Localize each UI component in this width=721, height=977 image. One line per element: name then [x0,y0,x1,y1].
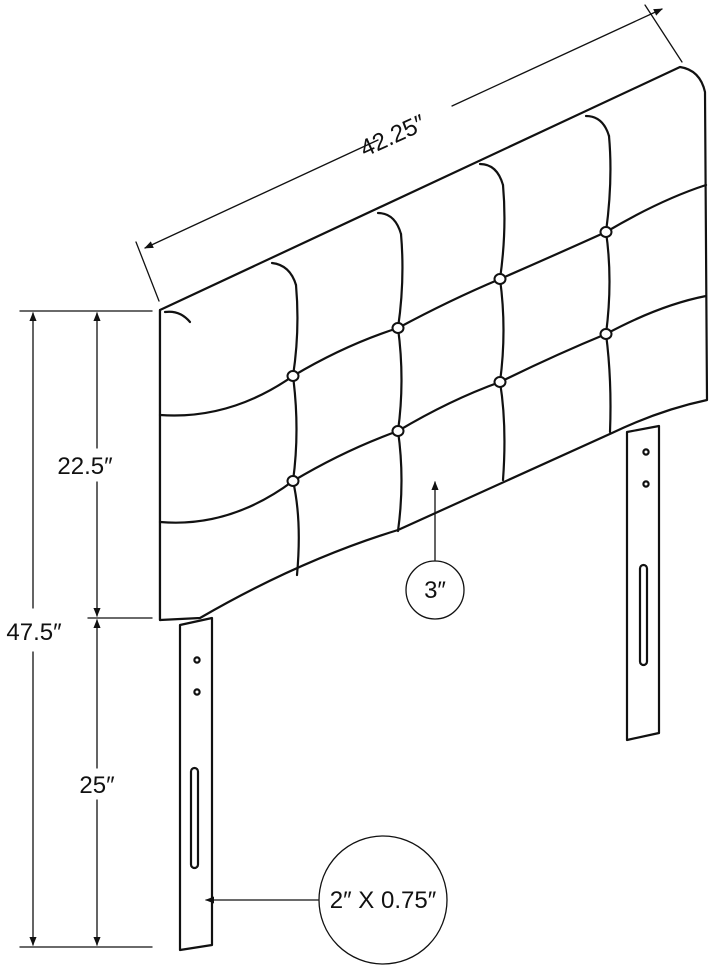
total-height-label: 47.5″ [6,619,62,646]
panel-height-label: 22.5″ [57,453,113,480]
leg-size-callout [205,835,448,965]
thickness-callout [405,481,465,620]
headboard-panel [158,65,709,622]
width-label: 42.25″ [356,109,430,162]
thickness-label: 3″ [424,577,446,604]
left-leg [178,616,214,952]
leg-height-label: 25″ [79,772,115,799]
right-leg [625,424,661,742]
height-dimension-lines [19,310,153,948]
leg-size-label: 2″ X 0.75″ [330,887,437,914]
width-dimension-line [135,4,683,302]
